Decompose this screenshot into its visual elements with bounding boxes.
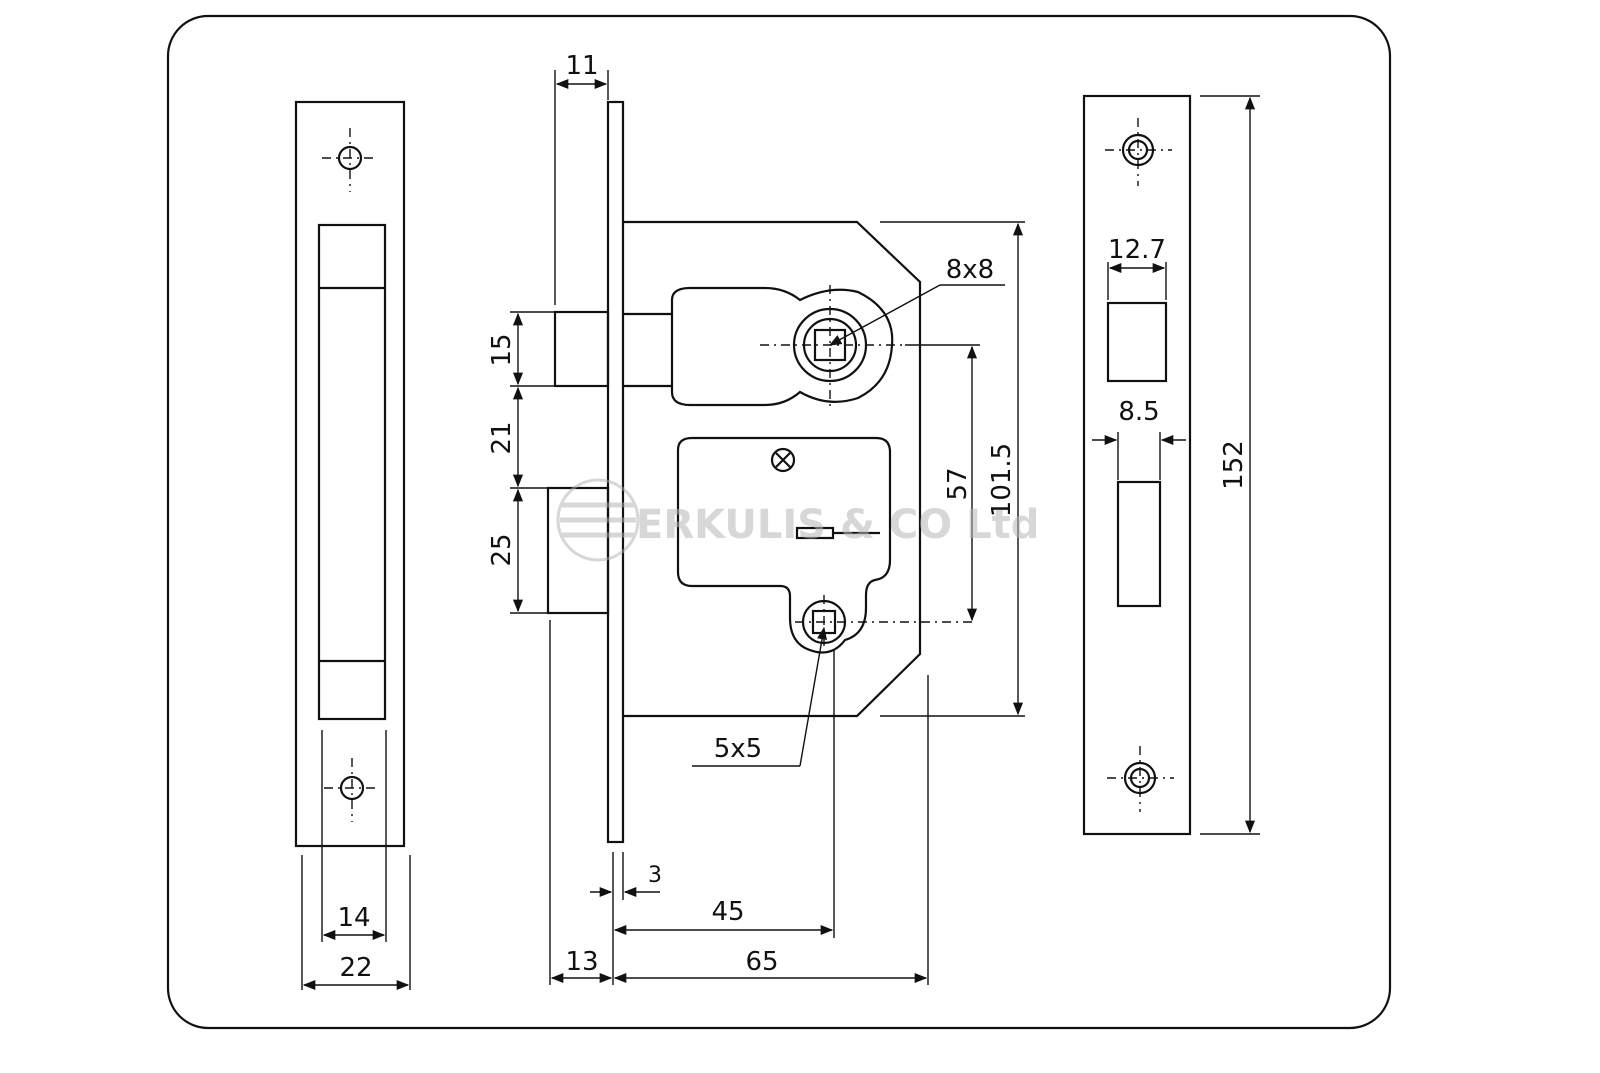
backset-key-label: 45: [711, 897, 744, 927]
faceplate-top-label: 11: [565, 51, 598, 81]
latch-to-bolt-label: 21: [487, 421, 517, 454]
drawing-border: [166, 14, 1392, 1030]
lock-case: [623, 220, 922, 718]
forend-plate: [606, 100, 625, 844]
right-forend-plate: 12.7 8.5 152: [1082, 94, 1260, 836]
faceplate-offset-label: 13: [565, 947, 598, 977]
bolt-height-label: 25: [487, 533, 517, 566]
bolt-slot: [1116, 480, 1162, 608]
watermark-text: ERKULIS & CO Ltd: [636, 502, 1039, 548]
latch-follower: [670, 286, 894, 407]
backset-label: 65: [745, 947, 778, 977]
lever-pack: [676, 436, 892, 654]
key-hole-size-label: 5x5: [714, 734, 762, 764]
watermark-globe-icon: [556, 478, 640, 562]
key-centres-label: 57: [943, 467, 973, 500]
screw-hole-icon: [1107, 746, 1174, 812]
plate-thickness-label: 3: [648, 863, 662, 888]
latch-bolt: [553, 310, 610, 388]
watermark: ERKULIS & CO Ltd: [556, 478, 1039, 562]
faceplate-length-label: 152: [1219, 440, 1249, 490]
sash-lock-body: 15 21 25 11 8x8 57 101.5 5x5 3: [487, 51, 1025, 985]
case-height-label: 101.5: [987, 443, 1017, 517]
bolt-slot-width-label: 8.5: [1118, 397, 1159, 427]
latch-slot: [1106, 301, 1168, 383]
strike-inner-width-label: 14: [337, 903, 370, 933]
latch-slot-width-label: 12.7: [1108, 235, 1166, 265]
rivet-icon: [770, 447, 796, 473]
screw-hole-icon: [322, 128, 378, 192]
left-strike-plate: 14 22: [294, 100, 411, 991]
strike-outer-width-label: 22: [339, 953, 372, 983]
latch-height-label: 15: [487, 333, 517, 366]
dead-bolt: [546, 486, 610, 615]
screw-hole-icon: [1105, 118, 1172, 186]
follower-size-label: 8x8: [946, 255, 994, 285]
screw-hole-icon: [324, 758, 380, 822]
